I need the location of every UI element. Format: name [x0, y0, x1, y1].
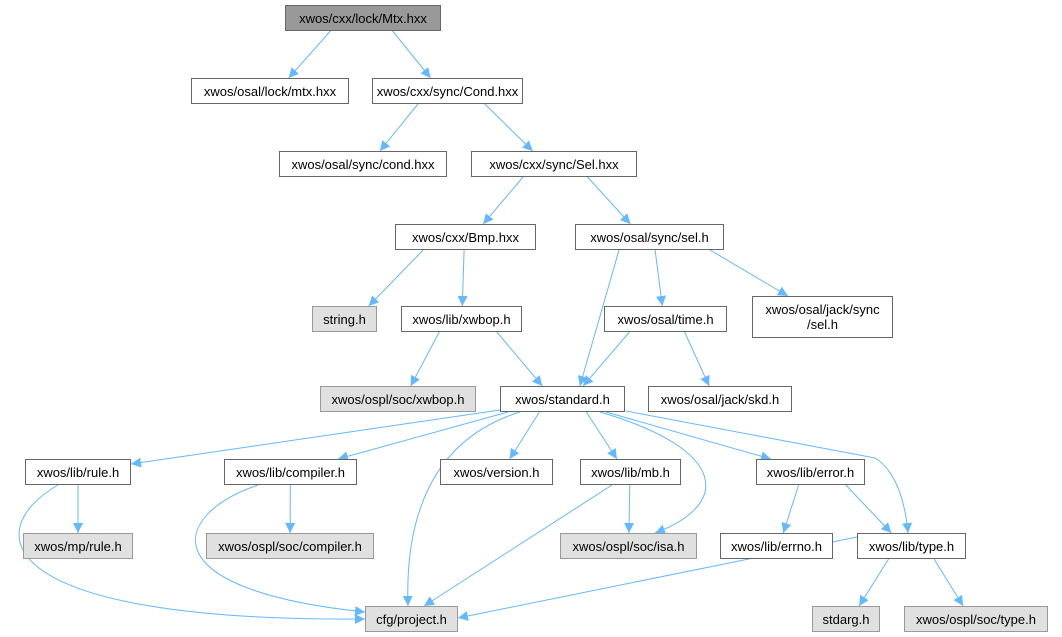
- graph-node[interactable]: xwos/lib/errno.h: [720, 533, 833, 559]
- graph-node: string.h: [312, 306, 377, 332]
- graph-node[interactable]: xwos/lib/type.h: [857, 533, 966, 559]
- graph-node: xwos/ospl/soc/isa.h: [560, 533, 697, 559]
- dependency-edge: [379, 103, 419, 152]
- dependency-edge: [781, 484, 800, 534]
- dependency-edge: [18, 484, 366, 625]
- dependency-edge: [288, 30, 331, 79]
- dependency-edge: [605, 411, 772, 462]
- dependency-edge: [709, 249, 789, 297]
- graph-node[interactable]: xwos/osal/lock/mtx.hxx: [191, 78, 349, 104]
- dependency-edge: [585, 411, 618, 460]
- graph-node[interactable]: xwos/version.h: [440, 459, 553, 485]
- dependency-edge: [410, 331, 440, 387]
- graph-node[interactable]: xwos/osal/jack/sync /sel.h: [752, 296, 893, 338]
- dependency-edge: [423, 484, 613, 607]
- graph-node: xwos/ospl/soc/xwbop.h: [320, 386, 476, 412]
- graph-node: xwos/ospl/soc/type.h: [904, 606, 1048, 632]
- dependency-edge: [130, 409, 501, 468]
- dependency-edge: [577, 249, 620, 387]
- dependency-edge: [599, 411, 707, 535]
- graph-node[interactable]: xwos/standard.h: [500, 386, 625, 412]
- graph-root-node[interactable]: xwos/cxx/lock/Mtx.hxx: [285, 5, 441, 31]
- graph-node[interactable]: xwos/lib/xwbop.h: [401, 306, 522, 332]
- dependency-edge: [509, 411, 540, 460]
- dependency-edge: [368, 249, 424, 307]
- graph-node: xwos/ospl/soc/compiler.h: [206, 533, 374, 559]
- graph-node: cfg/project.h: [365, 606, 458, 632]
- dependency-edge: [858, 558, 889, 607]
- graph-node[interactable]: xwos/lib/mb.h: [580, 459, 681, 485]
- dependency-edge: [845, 484, 892, 534]
- dependency-edge: [625, 410, 913, 534]
- graph-node[interactable]: xwos/lib/rule.h: [25, 459, 131, 485]
- dependency-edge: [484, 103, 534, 152]
- dependency-edge: [482, 176, 524, 225]
- dependency-edge: [457, 249, 468, 307]
- dependency-edge: [582, 331, 630, 387]
- graph-node[interactable]: xwos/lib/compiler.h: [224, 459, 357, 485]
- dependency-edge: [392, 30, 431, 79]
- dependency-edge: [402, 411, 521, 607]
- graph-node[interactable]: xwos/cxx/Bmp.hxx: [395, 224, 536, 250]
- graph-node[interactable]: xwos/cxx/sync/Sel.hxx: [471, 151, 637, 177]
- dependency-edge: [496, 331, 543, 387]
- graph-node[interactable]: xwos/cxx/sync/Cond.hxx: [372, 78, 523, 104]
- dependency-edge: [195, 484, 366, 616]
- dependency-edge: [337, 411, 509, 462]
- graph-node[interactable]: xwos/lib/error.h: [756, 459, 865, 485]
- graph-node[interactable]: xwos/osal/jack/skd.h: [648, 386, 792, 412]
- dependency-edge: [624, 484, 635, 534]
- graph-node: stdarg.h: [812, 606, 880, 632]
- dependency-edge: [933, 558, 964, 607]
- dependency-edge: [654, 249, 666, 307]
- graph-node[interactable]: xwos/osal/time.h: [604, 306, 727, 332]
- graph-node[interactable]: xwos/osal/sync/cond.hxx: [279, 151, 447, 177]
- dependency-edge: [587, 176, 631, 225]
- graph-node[interactable]: xwos/osal/sync/sel.h: [575, 224, 724, 250]
- graph-node: xwos/mp/rule.h: [23, 533, 133, 559]
- dependency-edge: [684, 331, 710, 387]
